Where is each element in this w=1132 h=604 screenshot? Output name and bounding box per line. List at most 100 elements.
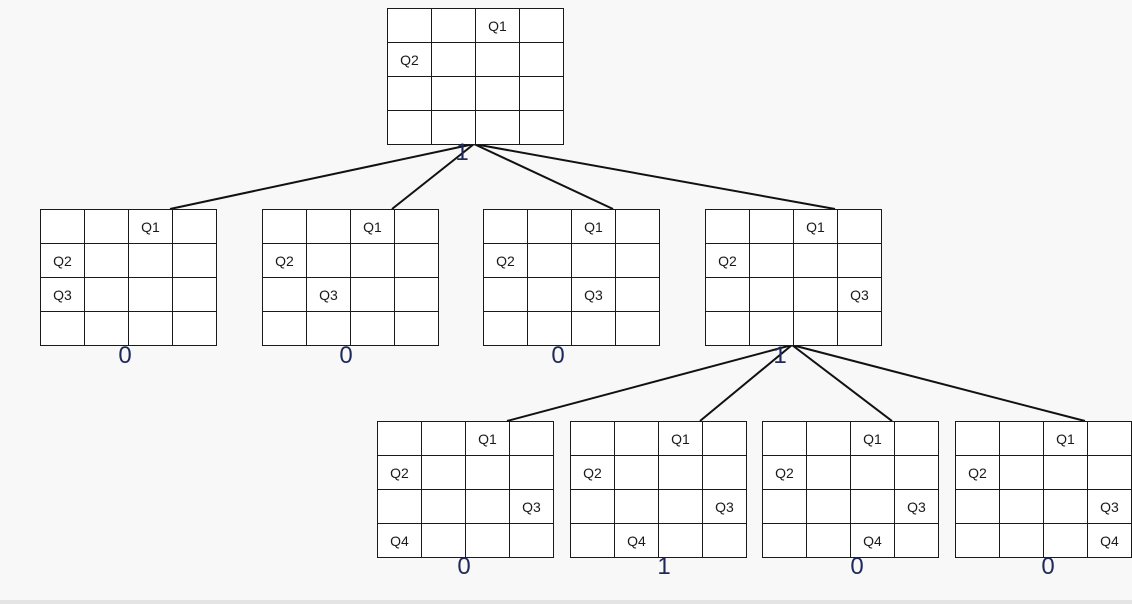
board-row: Q3 bbox=[762, 489, 939, 524]
board-row: Q3 bbox=[705, 277, 882, 312]
board-cell bbox=[483, 209, 528, 244]
board-cell bbox=[1087, 421, 1132, 456]
tree-edge-l1-d-to-l2-b bbox=[699, 344, 793, 422]
board-cell bbox=[749, 277, 794, 312]
board-cell bbox=[172, 311, 217, 346]
board-cell bbox=[306, 311, 351, 346]
board-cell bbox=[1043, 523, 1088, 558]
board-cell bbox=[762, 489, 807, 524]
board-row: Q2 bbox=[955, 455, 1132, 490]
board-cell bbox=[762, 421, 807, 456]
board-cell bbox=[40, 311, 85, 346]
board-cell bbox=[614, 421, 659, 456]
board-cell: Q4 bbox=[377, 523, 422, 558]
board-row: Q4 bbox=[377, 523, 554, 558]
board-row bbox=[483, 311, 660, 346]
board-cell bbox=[658, 523, 703, 558]
board-row: Q1 bbox=[570, 421, 747, 456]
board-cell bbox=[128, 243, 173, 278]
board-cell bbox=[999, 523, 1044, 558]
board-row: Q4 bbox=[570, 523, 747, 558]
board-cell: Q3 bbox=[509, 489, 554, 524]
board-cell: Q1 bbox=[850, 421, 895, 456]
board-cell: Q1 bbox=[571, 209, 616, 244]
board-cell bbox=[84, 209, 129, 244]
board-row: Q1 bbox=[377, 421, 554, 456]
board-cell: Q3 bbox=[1087, 489, 1132, 524]
bottom-divider bbox=[0, 600, 1132, 604]
board-cell bbox=[615, 311, 660, 346]
board-cell bbox=[394, 243, 439, 278]
board-cell bbox=[519, 110, 564, 145]
board-row: Q2 bbox=[570, 455, 747, 490]
board-cell: Q2 bbox=[762, 455, 807, 490]
node-score-l2-a: 0 bbox=[457, 553, 471, 580]
board-cell bbox=[705, 277, 750, 312]
board-cell bbox=[465, 523, 510, 558]
board-cell bbox=[705, 311, 750, 346]
board-cell bbox=[465, 455, 510, 490]
board-cell bbox=[172, 243, 217, 278]
board-cell bbox=[614, 489, 659, 524]
board-row bbox=[387, 76, 564, 111]
tree-edge-l1-d-to-l2-d bbox=[791, 344, 1086, 422]
board-cell bbox=[350, 243, 395, 278]
tree-edge-root-to-l1-a bbox=[169, 143, 475, 210]
board-cell bbox=[806, 421, 851, 456]
board-cell bbox=[806, 455, 851, 490]
board-cell bbox=[377, 489, 422, 524]
board-cell bbox=[999, 455, 1044, 490]
board-cell bbox=[837, 311, 882, 346]
board-cell: Q4 bbox=[1087, 523, 1132, 558]
board-cell bbox=[850, 455, 895, 490]
board-cell: Q1 bbox=[128, 209, 173, 244]
board-cell bbox=[527, 277, 572, 312]
board-cell bbox=[421, 421, 466, 456]
board-cell: Q3 bbox=[40, 277, 85, 312]
board-cell bbox=[84, 311, 129, 346]
board-cell bbox=[955, 523, 1000, 558]
board-cell bbox=[658, 455, 703, 490]
board-cell: Q1 bbox=[465, 421, 510, 456]
board-cell bbox=[475, 76, 520, 111]
node-score-l2-b: 1 bbox=[657, 553, 671, 580]
board-cell bbox=[702, 421, 747, 456]
board-cell: Q2 bbox=[387, 42, 432, 77]
board-row bbox=[40, 311, 217, 346]
board-cell bbox=[793, 311, 838, 346]
board-cell: Q2 bbox=[377, 455, 422, 490]
board-cell bbox=[262, 209, 307, 244]
board-cell: Q1 bbox=[475, 8, 520, 43]
board-cell bbox=[377, 421, 422, 456]
board-row: Q1 bbox=[387, 8, 564, 43]
board-cell bbox=[483, 277, 528, 312]
board-cell: Q2 bbox=[483, 243, 528, 278]
node-score-l2-c: 0 bbox=[850, 553, 864, 580]
board-cell bbox=[421, 489, 466, 524]
board-cell bbox=[128, 311, 173, 346]
node-score-l1-c: 0 bbox=[551, 342, 565, 369]
board-cell bbox=[387, 8, 432, 43]
node-score-root: 1 bbox=[455, 139, 469, 166]
board-cell bbox=[431, 76, 476, 111]
tree-edge-root-to-l1-d bbox=[473, 143, 836, 210]
board-cell: Q3 bbox=[837, 277, 882, 312]
board-cell bbox=[955, 421, 1000, 456]
board-cell: Q2 bbox=[705, 243, 750, 278]
board-cell bbox=[509, 523, 554, 558]
board-row: Q3 bbox=[570, 489, 747, 524]
board-cell bbox=[999, 489, 1044, 524]
board-cell: Q1 bbox=[1043, 421, 1088, 456]
board-row: Q4 bbox=[955, 523, 1132, 558]
board-cell bbox=[387, 110, 432, 145]
board-cell: Q1 bbox=[658, 421, 703, 456]
board-cell: Q1 bbox=[793, 209, 838, 244]
board-cell bbox=[702, 455, 747, 490]
board-cell bbox=[172, 277, 217, 312]
board-cell bbox=[1087, 455, 1132, 490]
